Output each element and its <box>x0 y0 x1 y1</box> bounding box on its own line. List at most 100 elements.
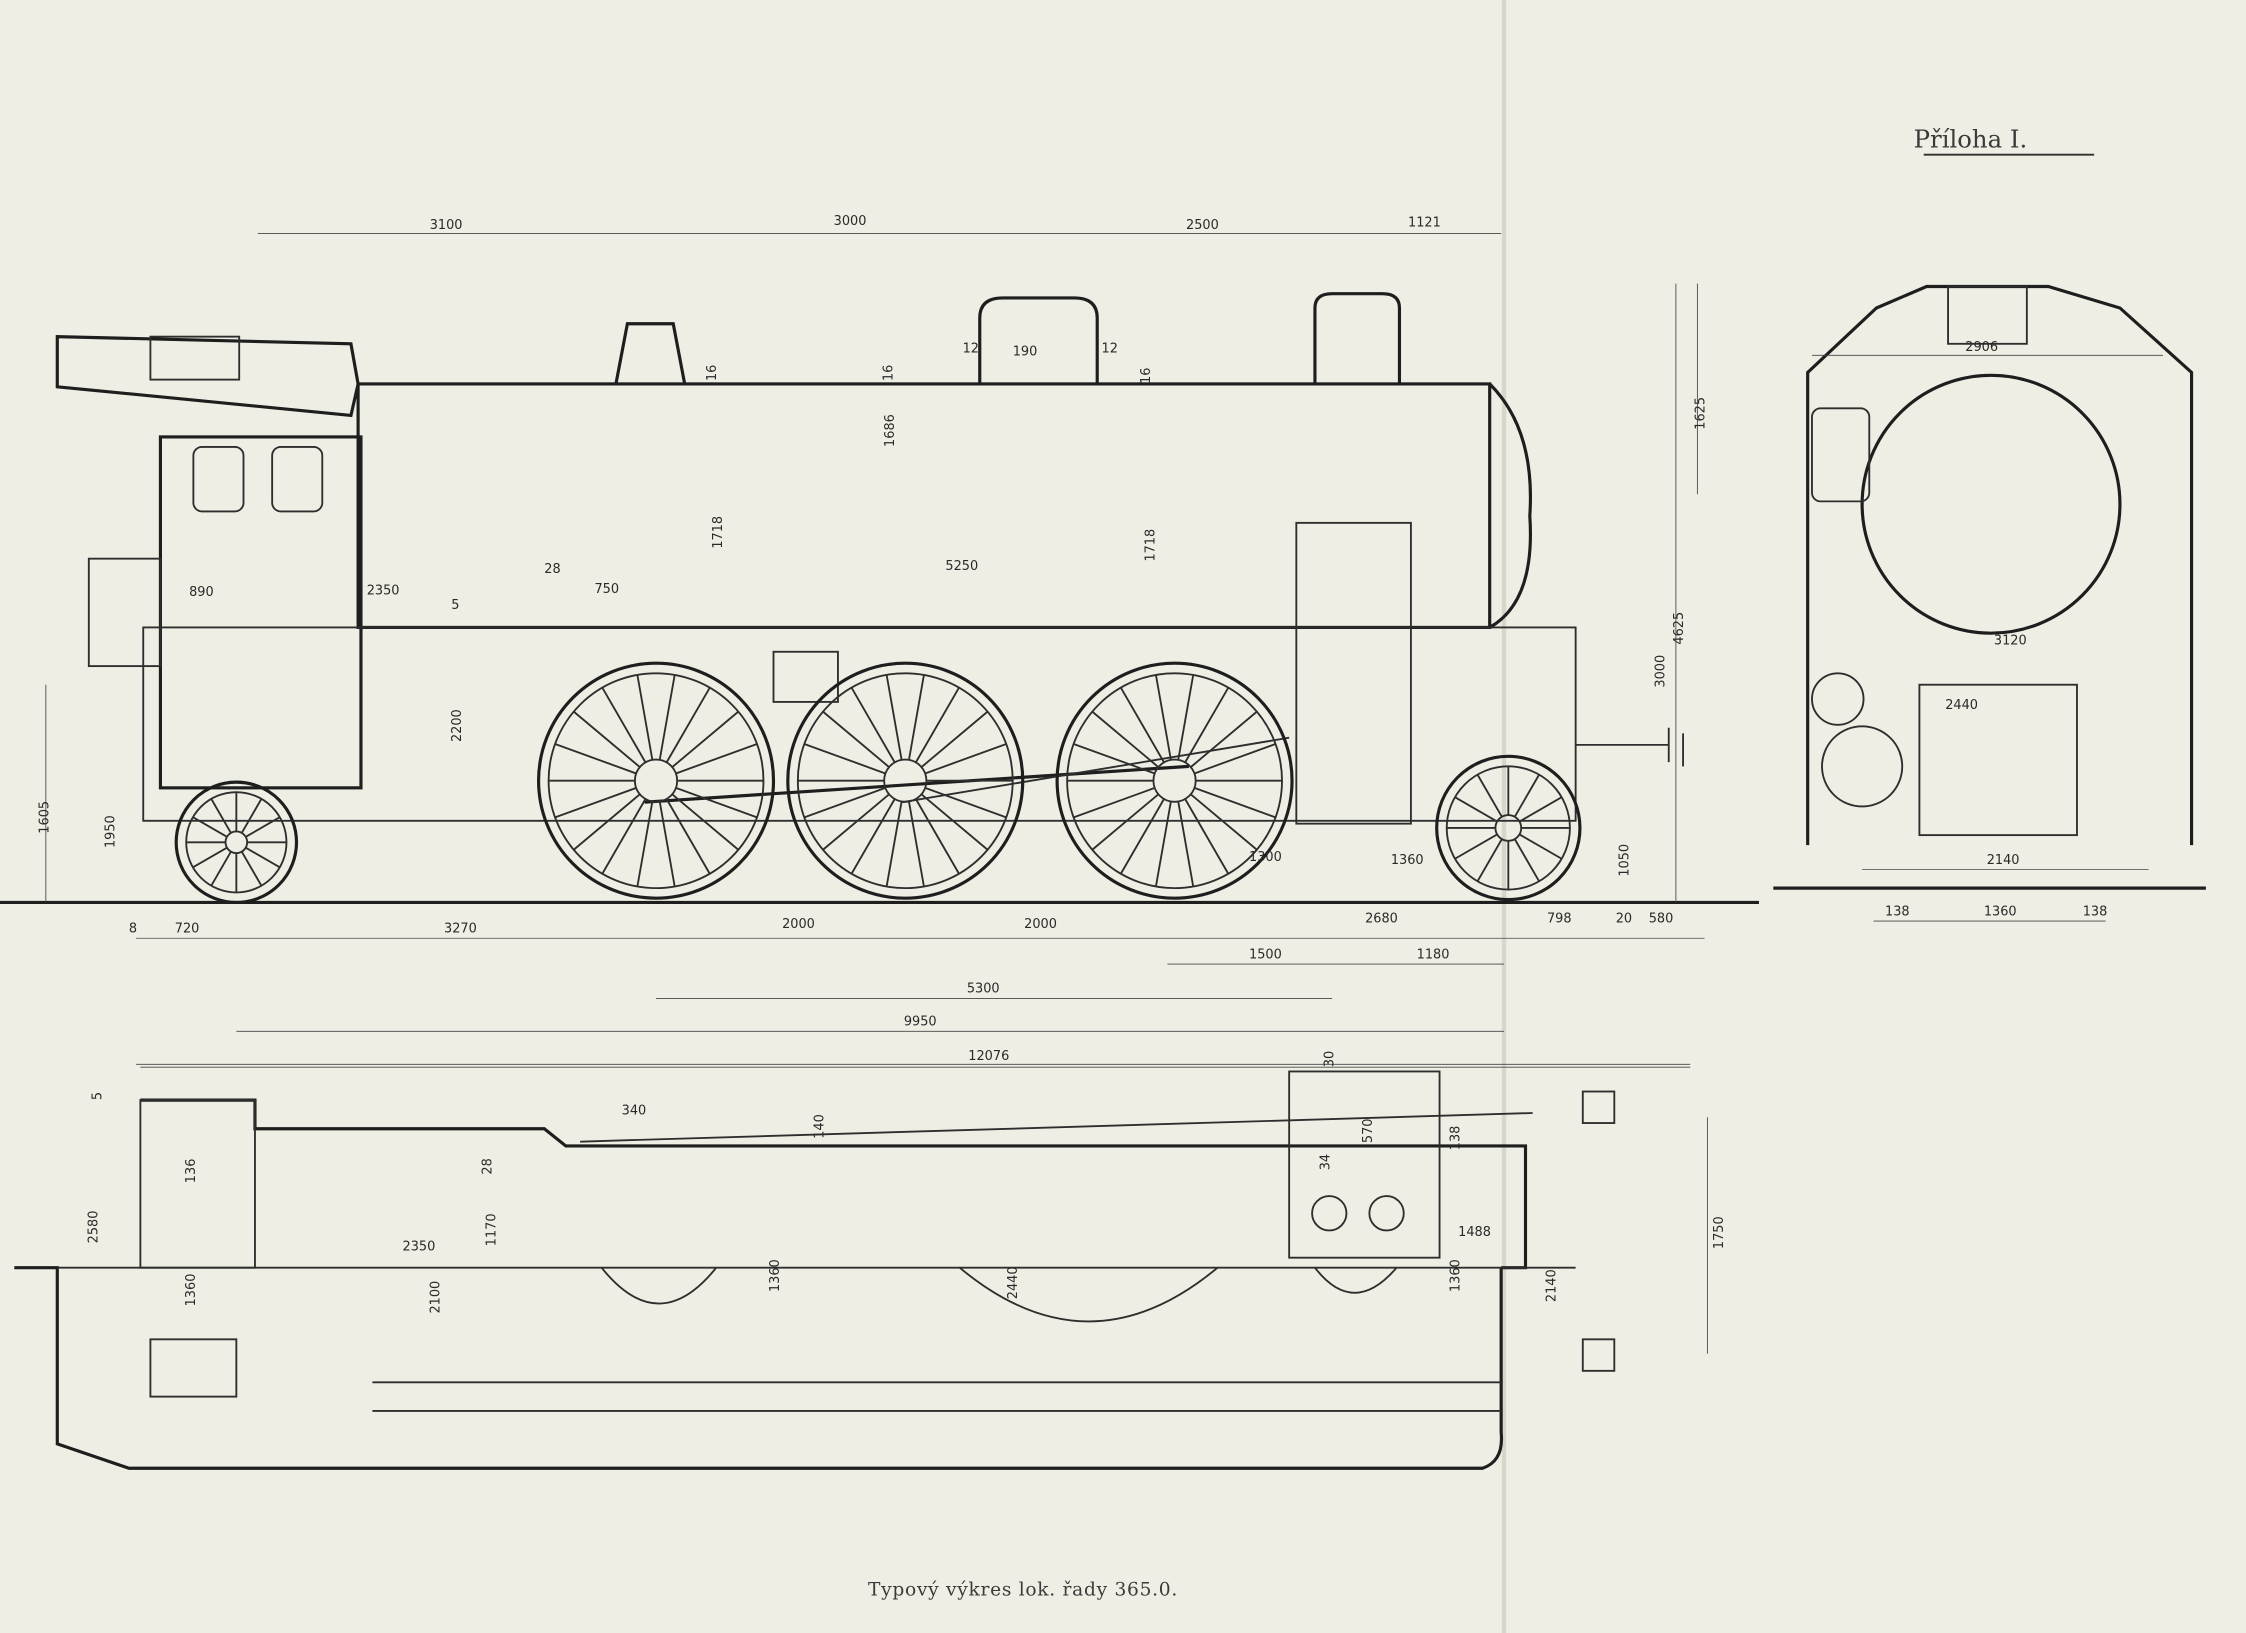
sheet-title: Příloha I. <box>1914 125 2028 154</box>
wheel-spoke <box>1194 743 1276 775</box>
dim-label: 5 <box>451 598 459 613</box>
wheel-spoke <box>675 743 758 775</box>
wheel-spoke <box>554 743 637 775</box>
wheel-spoke <box>240 798 263 834</box>
wheel-rim <box>537 661 776 900</box>
wheel-spoke <box>908 674 925 761</box>
dim-label: 16 <box>881 365 896 381</box>
plan-view: 340 140 30 570 138 28 34 1488 2350 1170 … <box>14 1051 1727 1470</box>
buffer <box>1575 727 1684 767</box>
dim-label: 720 <box>175 922 200 937</box>
cab-roof <box>55 335 360 418</box>
wheel-driving-3 <box>1055 661 1294 900</box>
wheel-spoke <box>671 710 739 768</box>
wheel-spoke <box>1513 838 1540 882</box>
dim-label: 340 <box>622 1103 647 1118</box>
dim-label: 5 <box>91 1092 106 1100</box>
dim-label: 2350 <box>367 583 400 598</box>
wheel-spoke <box>1454 796 1498 823</box>
wheel-set <box>174 661 1582 905</box>
buffer-plan <box>1581 1090 1616 1124</box>
wheel-spoke <box>915 798 960 875</box>
dim-label: 20 <box>1616 911 1632 926</box>
wheel-spoke <box>1476 838 1503 882</box>
dim-label: 140 <box>813 1114 828 1139</box>
cylinder-bore <box>1368 1195 1405 1232</box>
wheel-spoke <box>675 787 758 819</box>
dim-label: 2200 <box>450 709 465 742</box>
wheel-spoke <box>924 787 1007 819</box>
frame <box>142 626 1577 822</box>
boiler <box>356 382 1492 629</box>
dim-label: 16 <box>1139 368 1154 384</box>
wheel-spoke <box>573 710 641 768</box>
wheel-spoke <box>1120 687 1165 763</box>
wheel-spoke <box>1154 801 1172 887</box>
wheel-spoke <box>1073 787 1156 819</box>
plan-box <box>149 1338 238 1398</box>
wheel-spoke <box>915 687 960 763</box>
dim-label: 2580 <box>86 1211 101 1244</box>
wheel-spoke <box>1154 674 1172 761</box>
wheel-spoke <box>1120 798 1165 875</box>
wheel-spoke <box>1194 787 1276 819</box>
front-window <box>1811 407 1871 503</box>
dim-label: 1500 <box>1249 947 1282 962</box>
dim-label: 1300 <box>1249 850 1282 865</box>
wheel-rim <box>1055 661 1294 900</box>
wheel-spoke <box>920 793 989 851</box>
wheel-hub <box>883 758 928 803</box>
dim-label: 2140 <box>1987 853 2020 868</box>
wheel-spoke <box>804 787 886 819</box>
dim-label: 16 <box>705 365 720 381</box>
wheel-spoke <box>1184 798 1230 875</box>
wheel-spoke <box>210 798 232 834</box>
cab-window <box>192 446 245 513</box>
dim-label: 2906 <box>1965 340 1998 355</box>
valve-rod <box>580 1112 1533 1143</box>
wheel-arcs <box>600 1266 1398 1323</box>
dim-label: 3100 <box>430 218 463 233</box>
front-view: 2906 3120 2440 2140 138 1360 138 <box>1773 284 2206 922</box>
steam-dome <box>978 296 1099 384</box>
cab-plan <box>139 1099 256 1269</box>
cylinder-block <box>1288 1070 1441 1259</box>
wheel-spoke <box>636 674 654 761</box>
dim-label: 138 <box>2083 904 2108 919</box>
dim-label: 1488 <box>1458 1225 1491 1240</box>
headlamp <box>1821 725 1904 808</box>
dim-label: 28 <box>480 1158 495 1174</box>
wheel-spoke <box>636 801 654 887</box>
wheel-spoke <box>1190 710 1258 768</box>
connecting-rod <box>902 736 1290 804</box>
wheel-spoke <box>245 846 281 869</box>
wheel-driving-2 <box>786 661 1025 900</box>
wheel-spoke <box>850 798 896 875</box>
wheel-spoke <box>665 798 711 875</box>
wheel-spoke <box>908 801 925 887</box>
dim-label: 12076 <box>968 1049 1009 1064</box>
dim-label: 4625 <box>1672 612 1687 645</box>
dim-label: 30 <box>1323 1051 1338 1067</box>
dim-label: 1750 <box>1712 1216 1727 1249</box>
dim-label: 750 <box>594 582 619 597</box>
wheel-spoke <box>1519 833 1563 860</box>
wheel-spoke <box>1513 774 1540 818</box>
front-buffer-beam <box>1918 683 2078 837</box>
dim-label: 1050 <box>1618 844 1633 877</box>
dim-label: 138 <box>1449 1126 1464 1151</box>
dim-label: 2500 <box>1186 218 1219 233</box>
wheel-rim <box>786 661 1025 900</box>
side-view: 3100 3000 2500 1121 1625 4625 3000 1686 … <box>0 214 1759 1065</box>
tender-coupling-plate <box>87 557 162 668</box>
wheel-spoke <box>885 674 903 761</box>
wheel-spoke <box>240 851 263 887</box>
coupling-rod <box>644 764 1189 804</box>
wheel-driving-1 <box>537 661 776 900</box>
wheel-spoke <box>658 801 676 887</box>
dim-label: 1360 <box>184 1274 199 1307</box>
dim-label: 190 <box>1013 344 1038 359</box>
dim-label: 9950 <box>904 1015 937 1030</box>
wheel-spoke <box>885 801 903 887</box>
